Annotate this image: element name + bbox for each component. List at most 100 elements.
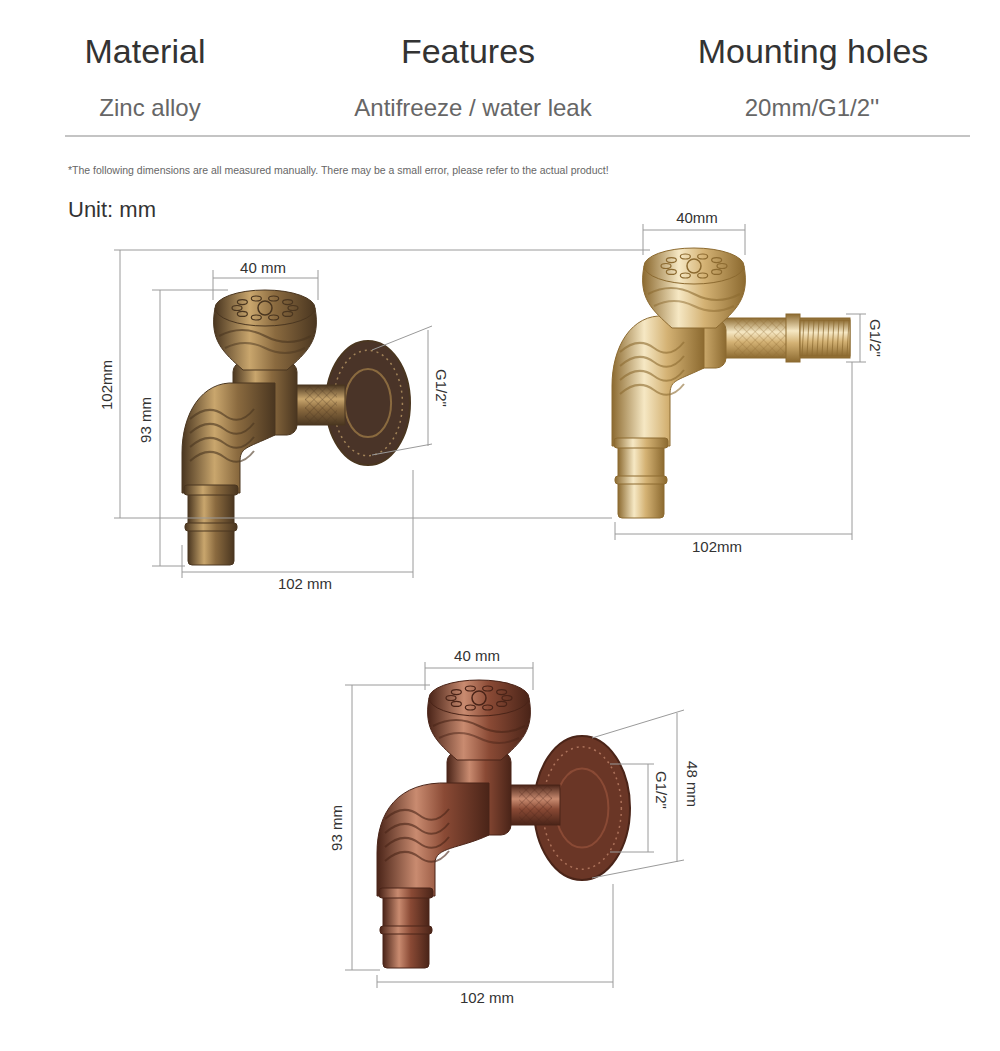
cap-petal bbox=[446, 696, 456, 701]
dimension-label: 93 mm bbox=[137, 395, 154, 445]
thread bbox=[800, 320, 850, 356]
thread-line bbox=[822, 320, 824, 356]
relief-stroke bbox=[385, 823, 449, 834]
relief-stroke bbox=[190, 409, 254, 420]
dimension-line bbox=[610, 764, 654, 765]
cap-petal bbox=[712, 258, 722, 263]
cap-petal bbox=[698, 273, 708, 278]
dimension-line bbox=[114, 250, 650, 251]
spec-heading: Features bbox=[401, 32, 535, 71]
dimension-line bbox=[677, 713, 678, 862]
relief-stroke bbox=[620, 342, 684, 353]
cap-petal bbox=[283, 311, 293, 316]
dimension-line bbox=[846, 362, 866, 363]
handle-wave bbox=[648, 288, 740, 300]
dimension-line bbox=[613, 884, 614, 988]
dimension-line bbox=[352, 685, 353, 970]
cap-petal bbox=[465, 705, 475, 710]
unit-label: Unit: mm bbox=[68, 197, 156, 222]
dimension-line bbox=[152, 290, 228, 291]
handle-cap bbox=[644, 248, 744, 284]
handle-wave bbox=[225, 343, 305, 353]
handle-wave bbox=[439, 733, 519, 743]
cap-petal bbox=[465, 686, 475, 691]
nozzle-ring bbox=[615, 476, 667, 484]
dimension-line bbox=[377, 982, 613, 983]
nozzle-ring bbox=[379, 888, 433, 898]
cap-petal bbox=[232, 306, 242, 311]
dimension-label: 40 mm bbox=[452, 647, 502, 664]
cap-petal bbox=[497, 690, 507, 695]
thread-line bbox=[842, 320, 844, 356]
dimension-line bbox=[413, 470, 414, 578]
flange-ring bbox=[556, 768, 609, 847]
spec-value: Antifreeze / water leak bbox=[354, 94, 591, 122]
dimension-line bbox=[610, 852, 654, 853]
cap-petal bbox=[483, 705, 493, 710]
cap-rosette bbox=[258, 301, 272, 315]
nozzle-ring bbox=[185, 523, 237, 531]
spec-value: Zinc alloy bbox=[99, 94, 200, 122]
spec-heading: Mounting holes bbox=[698, 32, 929, 71]
cap-petal bbox=[251, 296, 261, 301]
dimension-line bbox=[846, 314, 866, 315]
cap-petal bbox=[497, 701, 507, 706]
faucet-figure bbox=[377, 680, 630, 968]
dimension-line bbox=[615, 534, 852, 535]
dimension-line bbox=[425, 662, 426, 690]
cap-petal bbox=[661, 264, 671, 269]
spec-heading: Material bbox=[85, 32, 206, 71]
dimension-line bbox=[372, 326, 432, 350]
cap-petal bbox=[237, 311, 247, 316]
dimension-lines bbox=[114, 224, 866, 988]
dimension-line bbox=[745, 224, 746, 255]
dimension-line bbox=[345, 970, 380, 971]
cap-petal bbox=[269, 315, 279, 320]
spout bbox=[377, 783, 489, 896]
cap-petal bbox=[451, 701, 461, 706]
dimension-line bbox=[428, 330, 429, 446]
dimension-line bbox=[372, 444, 432, 455]
cap-petal bbox=[712, 269, 722, 274]
thread-line bbox=[847, 320, 849, 356]
nozzle-ring bbox=[614, 438, 668, 448]
dimension-label: 102 mm bbox=[276, 575, 334, 592]
dimension-line bbox=[533, 662, 534, 690]
dimension-line bbox=[425, 668, 533, 669]
dimension-label: 102 mm bbox=[458, 989, 516, 1006]
dimension-line bbox=[318, 270, 319, 300]
cap-petal bbox=[698, 254, 708, 259]
cap-petal bbox=[269, 296, 279, 301]
pipe-knurl bbox=[734, 318, 792, 358]
dimension-line bbox=[152, 566, 185, 567]
pipe-knurl bbox=[519, 785, 552, 825]
dimension-label: 40mm bbox=[674, 209, 720, 226]
spout bbox=[182, 383, 275, 493]
cap-petal bbox=[288, 306, 298, 311]
thread-line bbox=[817, 320, 819, 356]
handle-cap bbox=[429, 680, 529, 716]
dimension-line bbox=[615, 522, 616, 540]
faucet-figure bbox=[612, 248, 850, 518]
header-rule bbox=[65, 135, 970, 137]
thread-label: G1/2" bbox=[432, 367, 449, 409]
thread-line bbox=[807, 320, 809, 356]
thread-label: G1/2" bbox=[652, 769, 669, 811]
dimension-line bbox=[160, 290, 161, 566]
relief-stroke bbox=[385, 837, 449, 848]
spec-value: 20mm/G1/2'' bbox=[745, 94, 880, 122]
dimension-line bbox=[648, 764, 649, 852]
handle-wave bbox=[219, 330, 311, 342]
cap-rosette bbox=[687, 259, 701, 273]
cap-petal bbox=[680, 273, 690, 278]
dimension-line bbox=[592, 710, 684, 738]
faucet-figure bbox=[182, 290, 410, 565]
dimension-line bbox=[182, 545, 183, 578]
dimension-line bbox=[114, 518, 612, 519]
relief-stroke bbox=[190, 451, 254, 462]
cap-petal bbox=[283, 300, 293, 305]
thread-line bbox=[832, 320, 834, 356]
